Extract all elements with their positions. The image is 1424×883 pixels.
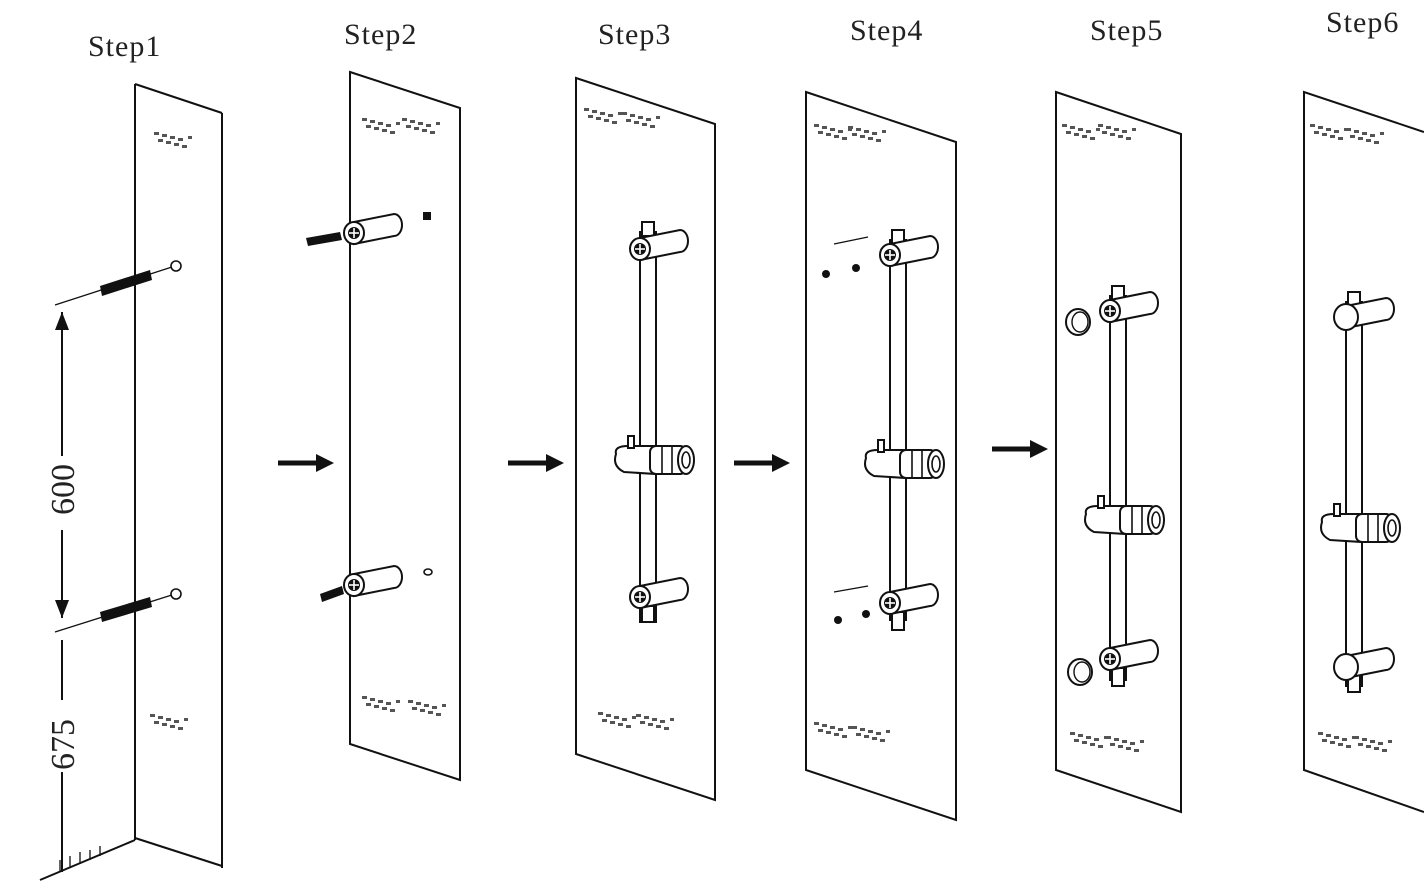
rail-bracket-icon bbox=[879, 583, 939, 615]
step-2-panel bbox=[306, 70, 461, 782]
step-5-label: Step5 bbox=[1090, 14, 1163, 47]
rail-bracket-icon bbox=[320, 565, 403, 602]
arrow-right-icon bbox=[992, 440, 1048, 458]
step-6-label: Step6 bbox=[1326, 6, 1399, 39]
wall-anchor-icon bbox=[54, 588, 182, 633]
arrow-right-icon bbox=[734, 454, 790, 472]
wall-anchor-icon bbox=[54, 260, 182, 306]
rail-bracket-icon bbox=[879, 235, 939, 267]
rail-bracket-icon bbox=[629, 229, 689, 261]
dimension-675-label: 675 bbox=[45, 719, 82, 770]
rail-bracket-icon bbox=[306, 213, 403, 246]
step-3-label: Step3 bbox=[598, 18, 671, 51]
step-4-label: Step4 bbox=[850, 14, 923, 47]
dimension-600-label: 600 bbox=[45, 464, 82, 515]
rail-bracket-icon bbox=[1333, 646, 1395, 681]
rail-bracket-icon bbox=[629, 577, 689, 609]
rail-bracket-icon bbox=[1099, 639, 1159, 671]
step-1-label: Step1 bbox=[88, 30, 161, 63]
step-2-label: Step2 bbox=[344, 18, 417, 51]
step-4-panel bbox=[805, 90, 957, 822]
rail-bracket-icon bbox=[1333, 296, 1395, 331]
step-3-panel bbox=[575, 76, 716, 802]
step-5-panel bbox=[1055, 90, 1182, 814]
step-6-panel bbox=[1303, 90, 1424, 813]
cover-cap-icon bbox=[1067, 658, 1093, 686]
step-1-panel: 600 675 bbox=[39, 83, 223, 881]
cover-cap-icon bbox=[1065, 308, 1091, 336]
rail-bracket-icon bbox=[1099, 291, 1159, 323]
arrow-right-icon bbox=[508, 454, 564, 472]
dimension-line-600 bbox=[55, 312, 69, 618]
arrow-right-icon bbox=[278, 454, 334, 472]
